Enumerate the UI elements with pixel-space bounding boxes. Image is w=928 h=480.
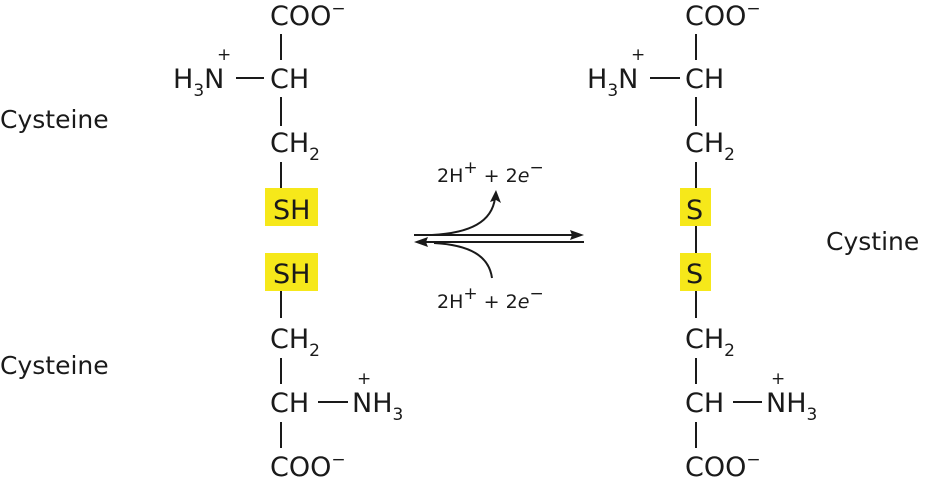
top-methylene: CH2 (270, 128, 320, 165)
top-thiol-highlight (265, 188, 318, 226)
left-structure: COO− + H3N CH CH2 SH SH CH2 CH + NH3 COO… (173, 0, 403, 480)
reverse-arrowhead (414, 237, 428, 247)
bottom-carboxylate: COO− (270, 450, 346, 480)
amine-charge: + (217, 45, 231, 65)
top-amine: H3N (173, 64, 224, 101)
right-structure: COO− + H3N CH CH2 S S CH2 CH + NH3 COO− (587, 0, 817, 480)
amine-charge: + (631, 45, 645, 65)
bottom-reactants-label: 2H+ + 2e− (437, 284, 544, 313)
top-carboxylate: COO− (270, 0, 346, 32)
top-sulfur: S (686, 195, 703, 226)
label-cystine: Cystine (826, 227, 919, 256)
amine-charge: + (357, 369, 371, 389)
top-amine: H3N (587, 64, 638, 101)
top-alpha-carbon: CH (270, 64, 309, 95)
label-cysteine-top: Cysteine (0, 105, 109, 134)
label-cysteine-bottom: Cysteine (0, 351, 109, 380)
bottom-amine: NH3 (766, 388, 817, 425)
bottom-sulfur-highlight (680, 253, 711, 291)
top-methylene: CH2 (685, 128, 735, 165)
bottom-thiol: SH (273, 259, 310, 290)
release-curve (431, 197, 496, 236)
top-alpha-carbon: CH (685, 64, 724, 95)
forward-arrowhead (570, 230, 584, 240)
bottom-thiol-highlight (265, 253, 318, 291)
top-products-label: 2H+ + 2e− (437, 158, 544, 187)
bottom-alpha-carbon: CH (270, 388, 309, 419)
bottom-methylene: CH2 (270, 324, 320, 361)
bottom-methylene: CH2 (685, 324, 735, 361)
bottom-amine: NH3 (352, 388, 403, 425)
top-thiol: SH (273, 195, 310, 226)
bottom-alpha-carbon: CH (685, 388, 724, 419)
bottom-carboxylate: COO− (685, 450, 761, 480)
top-sulfur-highlight (680, 188, 711, 226)
uptake-curve (433, 242, 493, 279)
bottom-sulfur: S (686, 259, 703, 290)
release-arrowhead (490, 190, 501, 203)
reaction-arrows: 2H+ + 2e− 2H+ + 2e− (414, 158, 584, 313)
amine-charge: + (771, 369, 785, 389)
top-carboxylate: COO− (685, 0, 761, 32)
